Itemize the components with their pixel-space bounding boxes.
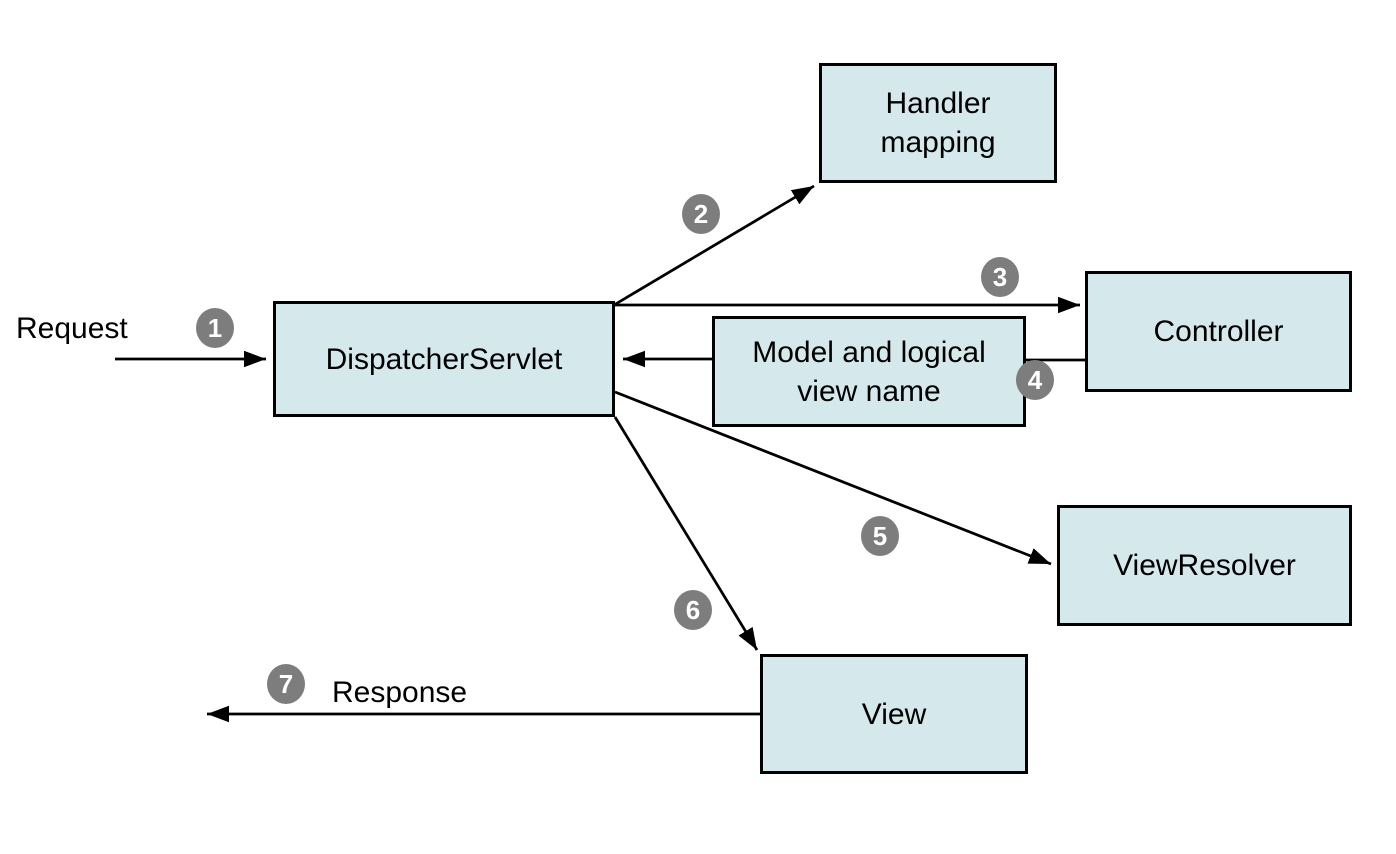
node-view-label: View — [861, 697, 927, 731]
node-handler-mapping-label: Handler mapping — [880, 87, 996, 159]
node-view-resolver-label: ViewResolver — [1113, 549, 1296, 582]
node-controller-label: Controller — [1153, 315, 1284, 348]
node-dispatcher-servlet-label: DispatcherServlet — [325, 342, 563, 376]
arrow-step5-dispatcher-to-view-resolver — [614, 390, 1052, 566]
step-badge-6: 6 — [674, 590, 712, 630]
node-view: View — [760, 654, 1028, 774]
step-badge-1: 1 — [196, 308, 234, 348]
node-view-resolver: ViewResolver — [1057, 505, 1352, 626]
arrow-step6-dispatcher-to-view — [613, 416, 759, 651]
node-model-and-logical-view-name-label: Model and logical view name — [752, 335, 986, 408]
node-controller: Controller — [1085, 271, 1352, 392]
node-handler-mapping: Handler mapping — [819, 63, 1057, 183]
arrow-step2-dispatcher-to-handler-mapping — [613, 184, 815, 307]
step-badge-2: 2 — [682, 194, 720, 234]
step-badge-3: 3 — [981, 257, 1019, 297]
step-badge-4: 4 — [1016, 360, 1054, 400]
step-badge-7: 7 — [267, 664, 305, 704]
response-label: Response — [332, 676, 468, 709]
step-badge-5: 5 — [861, 516, 899, 556]
node-dispatcher-servlet: DispatcherServlet — [273, 301, 615, 417]
request-label: Request — [16, 312, 128, 345]
node-model-and-logical-view-name: Model and logical view name — [712, 316, 1026, 427]
